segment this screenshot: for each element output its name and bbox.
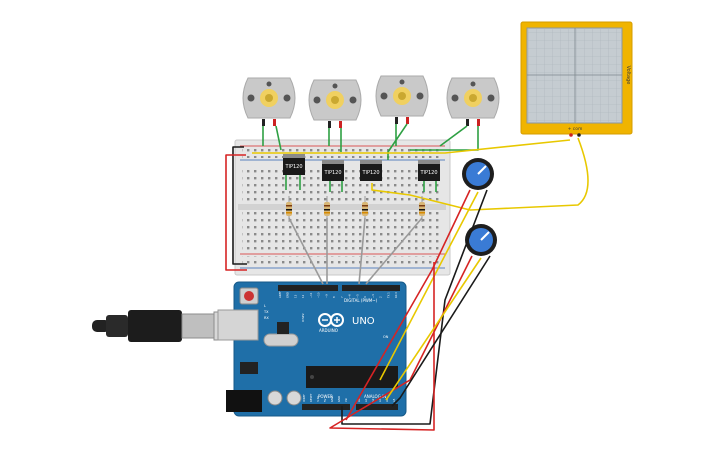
dc-motor-1[interactable] (242, 77, 296, 126)
pin-label: GND (337, 396, 341, 402)
pin-label: 7 (340, 296, 344, 298)
pin-label: ~9 (324, 294, 328, 298)
pin-label: 4 (363, 296, 367, 298)
digital-header-label: DIGITAL (PWM~) (344, 298, 378, 303)
wire-green (262, 125, 282, 151)
wire-black (391, 255, 491, 407)
pin-label: ~5 (355, 294, 359, 298)
resistor-1[interactable] (286, 196, 292, 222)
transistor-4-label: TIP120 (419, 170, 437, 176)
transistor-4[interactable]: TIP120 (418, 160, 440, 181)
rx-led-label: RX (264, 316, 269, 320)
transistor-2-label: TIP120 (323, 170, 341, 176)
transistor-1-label: TIP120 (284, 164, 302, 170)
wire-green (423, 180, 437, 192)
arduino-brand-label: ARDUINO (319, 328, 338, 333)
dc-motor-4[interactable] (446, 77, 500, 126)
pin-label: 8 (332, 296, 336, 298)
resistor-4[interactable] (419, 196, 425, 222)
pin-label: GND (330, 396, 334, 402)
pin-label: TX 1 (386, 292, 390, 298)
pin-label: 3.3V (316, 396, 320, 402)
wire-red (329, 255, 473, 431)
transistor-3-label: TIP120 (361, 170, 379, 176)
potentiometer-1[interactable] (462, 158, 494, 190)
arduino-model-label: UNO (352, 316, 375, 327)
resistor-3[interactable] (362, 196, 368, 222)
power-header-label: POWER (318, 394, 333, 399)
pin-label: RX 0 (394, 292, 398, 298)
wire-gray (365, 217, 423, 285)
on-led-label: ON (383, 335, 389, 339)
wire-yellow (385, 257, 482, 401)
resistor-2[interactable] (324, 196, 330, 222)
multimeter[interactable]: Voltage + com (520, 21, 633, 137)
transistor-3[interactable]: TIP120 (360, 160, 382, 181)
wire-gray (358, 217, 366, 285)
wire-green (387, 123, 408, 160)
wire-yellow (252, 139, 571, 154)
pin-label: A2 (371, 398, 375, 402)
pin-label: Vin (344, 398, 348, 402)
pin-label: A5 (392, 398, 396, 402)
l-led-label: L (264, 304, 266, 308)
wire-red (345, 189, 471, 421)
arduino-uno-board[interactable]: UNO ARDUINO DIGITAL (PWM~) ANALOG IN POW… (217, 281, 407, 417)
pin-label: RESET (309, 393, 313, 402)
pin-label: AREF (278, 291, 282, 298)
pin-label: A4 (385, 398, 389, 402)
dc-motor-2[interactable] (308, 79, 362, 128)
transistor-1[interactable]: TIP120 (283, 154, 305, 175)
dc-motor-3[interactable] (375, 75, 429, 124)
pin-label: ~6 (348, 294, 352, 298)
multimeter-pin-label: + com (568, 126, 583, 132)
wire-yellow (379, 191, 479, 381)
wire-green (285, 174, 301, 190)
pin-label: ~10 (317, 292, 321, 298)
wire-red (225, 154, 247, 271)
pin-label: ~11 (309, 292, 313, 298)
potentiometer-2[interactable] (465, 224, 497, 256)
multimeter-side-label: Voltage (625, 66, 631, 85)
pin-label: A1 (364, 398, 368, 402)
arduino-logo-icon (318, 313, 344, 327)
wire-black (341, 189, 488, 425)
wire-yellow (371, 137, 589, 211)
wire-green (329, 180, 343, 192)
pin-label: 13 (293, 294, 297, 298)
pin-label: ~3 (371, 294, 375, 298)
pin-label: A0 (357, 398, 361, 402)
pin-label: IOREF (302, 394, 306, 402)
pin-label: 12 (301, 294, 305, 298)
pin-label: GND (286, 292, 290, 298)
wire-green (328, 128, 342, 152)
wires (225, 123, 589, 431)
pin-label: A3 (378, 398, 382, 402)
pin-label: 5V (323, 398, 327, 402)
transistor-2[interactable]: TIP120 (322, 160, 344, 181)
tx-led-label: TX (263, 310, 269, 314)
wire-gray (288, 217, 324, 285)
analog-header-label: ANALOG IN (364, 394, 386, 399)
icsp-label: ICSP2 (301, 313, 305, 322)
pin-label: 2 (379, 296, 383, 298)
wire-black (232, 146, 247, 265)
